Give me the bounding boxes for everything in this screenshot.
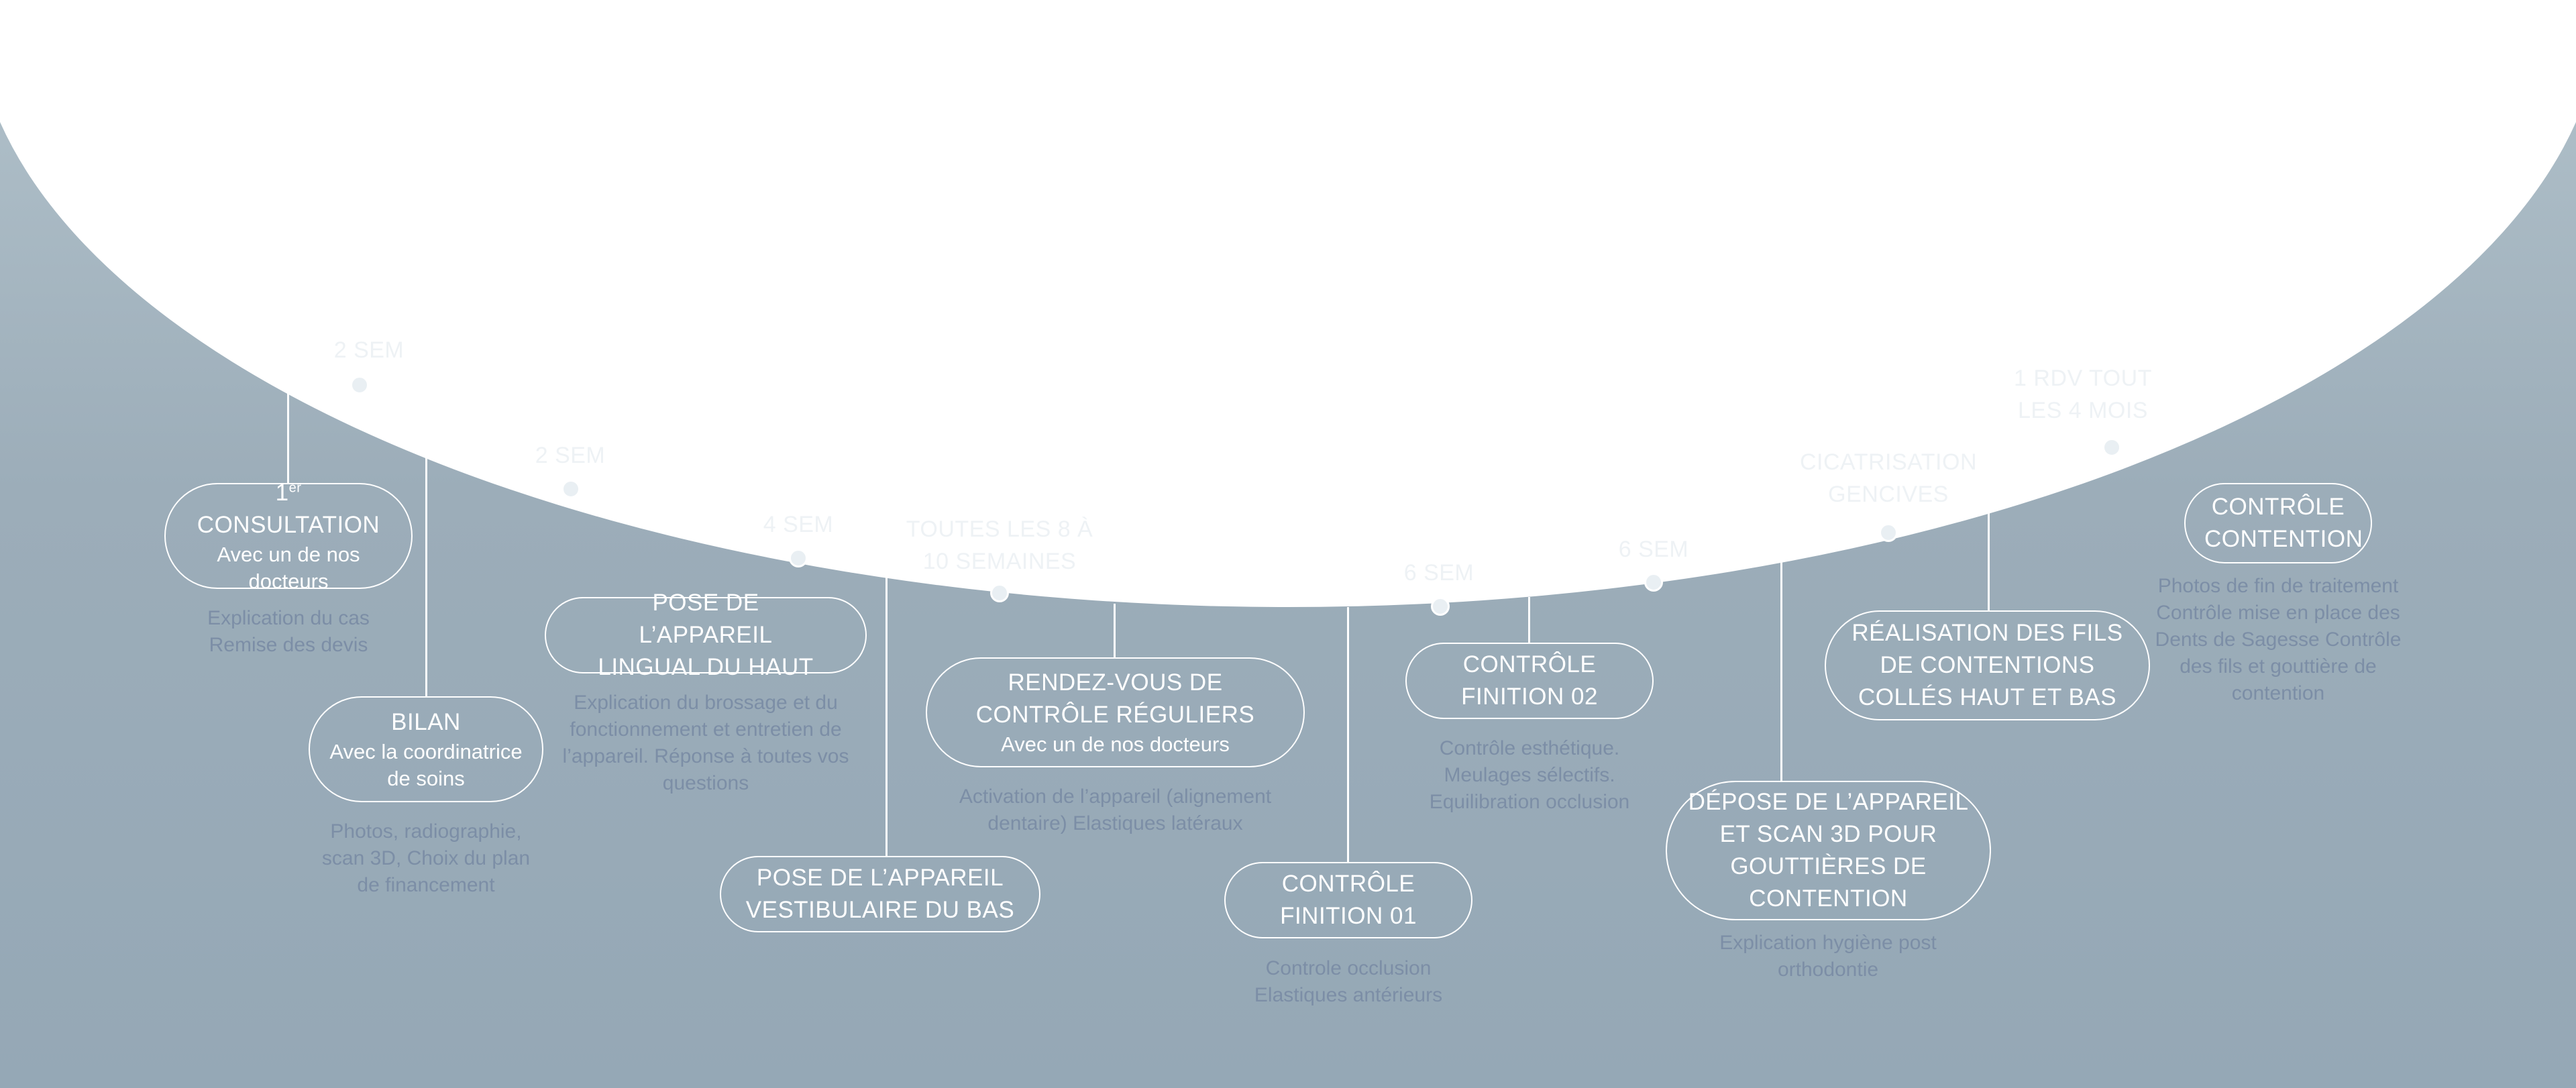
interval-label: CICATRISATION GENCIVES [1799, 449, 1978, 507]
connector-line-finition-02 [1528, 597, 1530, 643]
step-subtitle: Avec un de nos docteurs [217, 543, 360, 593]
step-description: Controle occlusion Elastiques antérieurs [1254, 957, 1443, 1006]
interval-label: 6 SEM [1618, 537, 1689, 562]
step-pose-lingual: POSE DE L’APPAREIL LINGUAL DU HAUT [545, 590, 867, 680]
arc-shape [0, 0, 2576, 607]
step-description: Contrôle esthétique. Meulages sélectifs.… [1429, 737, 1630, 813]
step-description: Explication du brossage et du fonctionne… [562, 692, 849, 794]
step-depose-appareil: DÉPOSE DE L’APPAREIL ET SCAN 3D POUR GOU… [1666, 781, 1991, 920]
step-description: Photos, radiographie, scan 3D, Choix du … [321, 820, 531, 896]
connector-line-contentions [1988, 500, 1990, 610]
arc-track [268, 334, 2295, 555]
step-title: DÉPOSE DE L’APPAREIL ET SCAN 3D POUR GOU… [1688, 789, 1969, 912]
interval-label: 6 SEM [1403, 560, 1474, 586]
step-controle-contention: CONTRÔLE CONTENTION [2184, 483, 2372, 563]
step-title: CONTRÔLE FINITION 02 [1461, 651, 1598, 710]
interval-label: 4 SEM [763, 512, 834, 537]
timeline-dot [350, 376, 369, 394]
connector-line-rdv [1114, 604, 1116, 657]
step-description: Activation de l’appareil (alignement den… [959, 785, 1272, 834]
step-rdv-controle: RENDEZ-VOUS DE CONTRÔLE RÉGULIERS Avec u… [926, 657, 1305, 767]
step-finition-01: CONTRÔLE FINITION 01 [1224, 862, 1472, 938]
step-consultation: 1er CONSULTATION Avec un de nos docteurs [164, 480, 413, 593]
step-title: POSE DE L’APPAREIL VESTIBULAIRE DU BAS [745, 865, 1015, 923]
step-subtitle: Avec la coordinatrice de soins [329, 740, 523, 790]
step-title: BILAN [391, 709, 461, 735]
step-description: Explication hygiène post orthodontie [1719, 932, 1937, 981]
interval-label: 1 RDV TOUT LES 4 MOIS [2014, 366, 2152, 423]
step-title: RENDEZ-VOUS DE CONTRÔLE RÉGULIERS [975, 669, 1255, 728]
step-subtitle: Avec un de nos docteurs [1001, 732, 1230, 756]
connector-line-finition-01 [1347, 607, 1349, 862]
step-finition-02: CONTRÔLE FINITION 02 [1405, 643, 1654, 719]
connector-line-bilan [425, 423, 427, 698]
step-title: RÉALISATION DES FILS DE CONTENTIONS COLL… [1851, 620, 2123, 710]
step-bilan: BILAN Avec la coordinatrice de soins [309, 696, 543, 802]
connector-line-vestibulaire [885, 577, 888, 856]
timeline-dot [561, 480, 580, 498]
step-description: Explication du cas Remise des devis [207, 607, 370, 656]
step-title: POSE DE L’APPAREIL LINGUAL DU HAUT [598, 590, 814, 680]
interval-label: TOUTES LES 8 À 10 SEMAINES [906, 516, 1093, 574]
step-description: Photos de fin de traitement Contrôle mis… [2155, 575, 2402, 704]
timeline-dot [990, 584, 1009, 602]
step-title: CONTRÔLE FINITION 01 [1280, 871, 1417, 929]
timeline-dot [1431, 597, 1450, 616]
connector-line-depose [1780, 560, 1782, 781]
connector-line-consultation [287, 329, 289, 483]
step-title: 1er CONSULTATION [197, 480, 380, 538]
timeline-dot [1879, 523, 1898, 542]
timeline-dot [789, 549, 808, 567]
step-title: CONTRÔLE CONTENTION [2204, 494, 2363, 552]
step-realisation-fils: RÉALISATION DES FILS DE CONTENTIONS COLL… [1825, 610, 2150, 720]
interval-label: 2 SEM [333, 337, 405, 363]
step-pose-vestibulaire: POSE DE L’APPAREIL VESTIBULAIRE DU BAS [720, 856, 1040, 932]
timeline-dot [1644, 573, 1663, 592]
timeline-dot [2102, 438, 2121, 457]
interval-label: 2 SEM [535, 443, 606, 468]
